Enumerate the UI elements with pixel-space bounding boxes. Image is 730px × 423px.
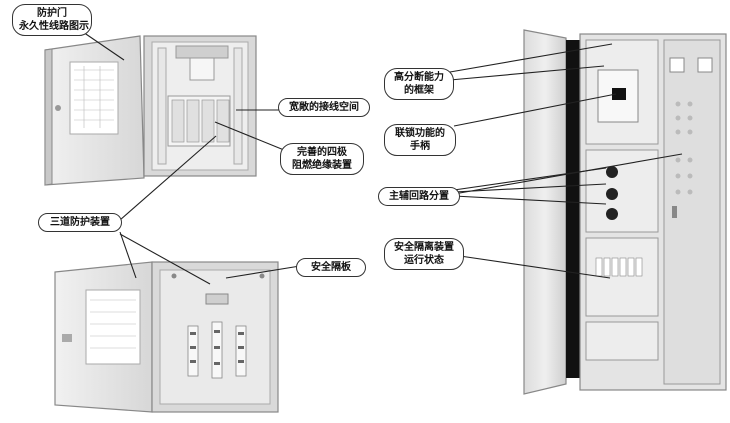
callout-isolation-line1: 安全隔离装置 — [394, 242, 454, 253]
tall-cabinet — [523, 29, 727, 395]
callout-wiring-space-text: 宽敞的接线空间 — [289, 102, 359, 113]
leader-lines — [79, 29, 683, 285]
door-wiring-diagram — [69, 61, 119, 135]
callout-main-aux: 主辅回路分置 — [378, 187, 460, 206]
callout-wiring-space: 宽敞的接线空间 — [278, 98, 370, 117]
callout-interlock-line1: 联锁功能的 — [395, 128, 445, 139]
callout-door-line1: 防护门 — [37, 8, 67, 19]
callout-triple-protection: 三道防护装置 — [38, 213, 122, 232]
top-left-cabinet — [44, 35, 257, 186]
black-strip — [566, 40, 580, 378]
callout-four-pole-line1: 完善的四极 — [297, 147, 347, 158]
bottom-door-diagram — [85, 289, 141, 365]
callout-four-pole-line2: 阻燃绝缘装置 — [292, 160, 352, 171]
callout-isolation-line2: 运行状态 — [404, 255, 444, 266]
main-aux-compartment — [585, 149, 659, 233]
callout-door: 防护门 永久性线路图示 — [12, 4, 92, 36]
callout-safety-board: 安全隔板 — [296, 258, 366, 277]
callout-isolation: 安全隔离装置 运行状态 — [384, 238, 464, 270]
breaker-handle — [612, 88, 626, 100]
callout-main-aux-text: 主辅回路分置 — [389, 191, 449, 202]
callout-breaker-frame-line2: 的框架 — [404, 85, 434, 96]
callout-triple-protection-text: 三道防护装置 — [50, 217, 110, 228]
isolation-compartment — [585, 237, 659, 317]
tall-open-door — [523, 29, 567, 395]
callout-four-pole: 完善的四极 阻燃绝缘装置 — [280, 143, 364, 175]
bottom-left-cabinet — [54, 261, 279, 413]
callout-breaker-frame-line1: 高分断能力 — [394, 72, 444, 83]
callout-safety-board-text: 安全隔板 — [311, 262, 351, 273]
callout-breaker-frame: 高分断能力 的框架 — [384, 68, 454, 100]
callout-interlock: 联锁功能的 手柄 — [384, 124, 456, 156]
callout-interlock-line2: 手柄 — [410, 141, 430, 152]
callout-door-line2: 永久性线路图示 — [19, 21, 89, 32]
